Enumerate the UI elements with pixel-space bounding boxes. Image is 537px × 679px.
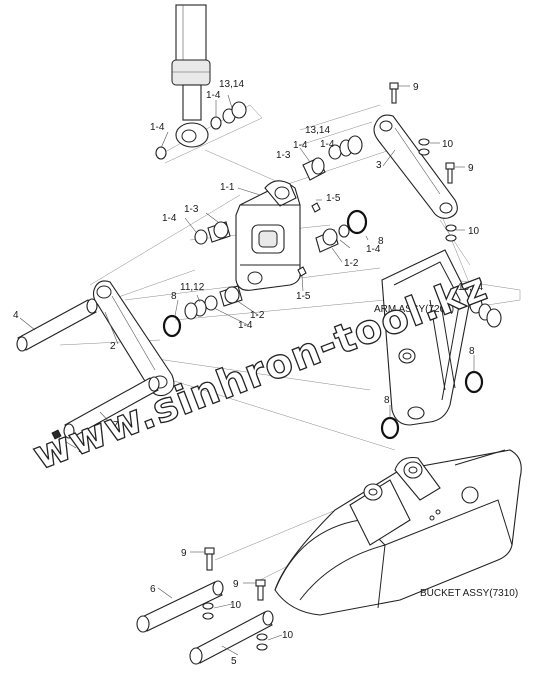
bushings-1-2-right (315, 224, 350, 253)
label-1-4-e: 1-4 (162, 213, 177, 224)
link-3 (373, 114, 458, 219)
label-13-14-c: 13,14 (458, 282, 483, 293)
leader-lines (19, 85, 479, 656)
arm-assy (381, 249, 471, 426)
label-15: 15 (78, 444, 90, 455)
o-ring-8-a (346, 209, 368, 235)
link-1-1 (235, 180, 301, 291)
o-ring-8-d (380, 416, 400, 440)
label-4: 4 (13, 310, 19, 321)
label-1-4-g: 1-4 (238, 320, 253, 331)
cylinder-bushings (155, 101, 247, 160)
label-6: 6 (150, 584, 156, 595)
pin-4 (16, 298, 98, 352)
label-7: 7 (113, 420, 119, 431)
label-13-14-b: 13,14 (305, 125, 330, 136)
bushings-1-3-left (194, 221, 231, 245)
label-10-c: 10 (230, 600, 242, 611)
label-bucket-assy: BUCKET ASSY(7310) (420, 588, 518, 599)
bucket-assy (274, 449, 522, 616)
nuts-10-lower (202, 602, 268, 651)
label-10-d: 10 (282, 630, 294, 641)
o-ring-8-b (162, 314, 182, 338)
label-1-1: 1-1 (220, 182, 235, 193)
pin-6 (136, 580, 224, 633)
label-9-d: 9 (233, 579, 239, 590)
label-1-2-b: 1-2 (250, 310, 265, 321)
label-11-12: 11,12 (180, 282, 205, 293)
label-9-b: 9 (468, 163, 474, 174)
bolt-15 (51, 429, 62, 440)
label-1-5-a: 1-5 (326, 193, 341, 204)
label-1-4-b: 1-4 (206, 90, 221, 101)
label-1-4-c: 1-4 (293, 140, 308, 151)
grease-nipples (297, 202, 321, 277)
label-13-14-a: 13,14 (219, 79, 244, 90)
label-1-3-a: 1-3 (276, 150, 291, 161)
part-labels: 1-4 13,14 1-4 9 1-4 13,14 1-4 10 1-3 3 9… (13, 79, 518, 667)
nuts-10-upper (418, 138, 457, 242)
link-2 (92, 280, 175, 397)
label-8-c: 8 (469, 346, 475, 357)
label-5: 5 (231, 656, 237, 667)
bolts-9-lower (204, 547, 266, 601)
label-arm-assy: ARM ASSY(7200) (374, 304, 454, 315)
label-1-4-a: 1-4 (150, 122, 165, 133)
label-8-a: 8 (378, 236, 384, 247)
label-3: 3 (376, 160, 382, 171)
label-1-5-b: 1-5 (296, 291, 311, 302)
bolts-9-upper (389, 82, 455, 184)
label-10-a: 10 (442, 139, 454, 150)
label-1-4-f: 1-4 (366, 244, 381, 255)
label-9-c: 9 (181, 548, 187, 559)
label-8-d: 8 (384, 395, 390, 406)
o-ring-8-c (464, 370, 484, 394)
label-1-4-d: 1-4 (320, 139, 335, 150)
bushings-1-2-lower (184, 285, 243, 320)
bushings-1-4-middle (302, 135, 363, 181)
label-1-3-b: 1-3 (184, 204, 199, 215)
label-1-2-a: 1-2 (344, 258, 359, 269)
label-2: 2 (110, 341, 116, 352)
pin-5 (189, 610, 274, 665)
pin-7 (63, 376, 160, 439)
label-10-b: 10 (468, 226, 480, 237)
boom-cylinder (171, 4, 211, 148)
label-8-b: 8 (171, 291, 177, 302)
label-9-a: 9 (413, 82, 419, 93)
